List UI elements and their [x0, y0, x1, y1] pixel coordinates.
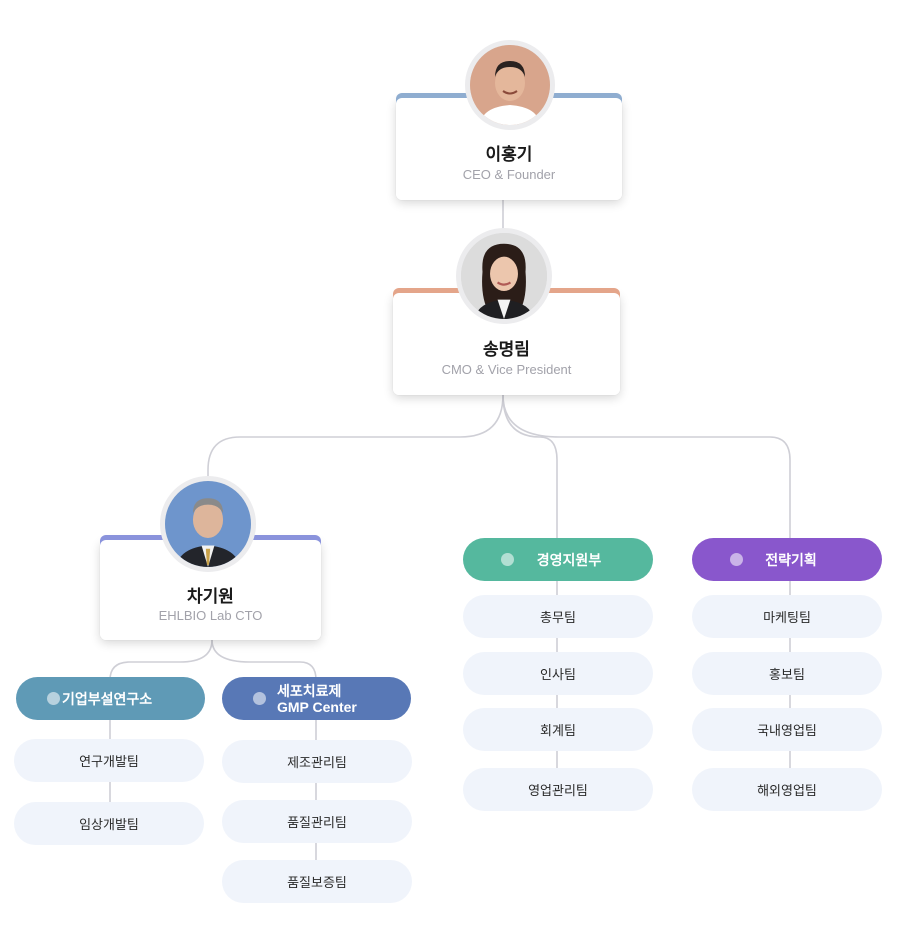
- team-gmp-1[interactable]: 제조관리팀: [222, 740, 412, 783]
- team-label: 인사팀: [540, 667, 576, 682]
- team-mgmt-3[interactable]: 회계팀: [463, 708, 653, 751]
- team-label: 제조관리팀: [287, 755, 347, 770]
- connector-cto-gmp: [211, 639, 317, 681]
- dept-rnd-dot-icon: [47, 692, 60, 705]
- dept-strategy-dot-icon: [730, 553, 743, 566]
- team-mgmt-1[interactable]: 총무팀: [463, 595, 653, 638]
- team-label: 품질보증팀: [287, 875, 347, 890]
- cto-name: 차기원: [187, 587, 234, 606]
- dept-strategy-header[interactable]: 전략기획: [692, 538, 882, 581]
- dept-gmp-header[interactable]: 세포치료제 GMP Center: [222, 677, 411, 720]
- cmo-role: CMO & Vice President: [441, 362, 572, 377]
- team-label: 국내영업팀: [757, 723, 817, 738]
- connector-cto-lab: [109, 639, 213, 681]
- team-label: 해외영업팀: [757, 783, 817, 798]
- team-label: 마케팅팀: [763, 610, 811, 625]
- team-label: 회계팀: [540, 723, 576, 738]
- dept-gmp-label-line2: GMP Center: [277, 698, 357, 715]
- team-gmp-3[interactable]: 품질보증팀: [222, 860, 412, 903]
- dept-mgmt-label: 경영지원부: [536, 551, 602, 568]
- ceo-avatar: [465, 40, 555, 130]
- team-label: 총무팀: [540, 610, 576, 625]
- ceo-role: CEO & Founder: [462, 167, 556, 182]
- team-strategy-2[interactable]: 홍보팀: [692, 652, 882, 695]
- dept-mgmt-header[interactable]: 경영지원부: [463, 538, 653, 581]
- team-label: 홍보팀: [769, 667, 805, 682]
- connector-cmo-strategy: [502, 394, 791, 540]
- cto-role: EHLBIO Lab CTO: [158, 608, 263, 623]
- ceo-name: 이홍기: [485, 145, 533, 164]
- dept-rnd-label: 기업부설연구소: [62, 690, 153, 707]
- team-label: 연구개발팀: [79, 754, 139, 769]
- ceo-photo-icon: [470, 45, 550, 125]
- team-label: 품질관리팀: [287, 815, 347, 830]
- cto-avatar: [160, 476, 256, 572]
- team-strategy-1[interactable]: 마케팅팀: [692, 595, 882, 638]
- cmo-card: 송명림 CMO & Vice President: [393, 288, 620, 395]
- team-rnd-2[interactable]: 임상개발팀: [14, 802, 204, 845]
- dept-gmp-dot-icon: [253, 692, 266, 705]
- team-mgmt-2[interactable]: 인사팀: [463, 652, 653, 695]
- cmo-name: 송명림: [483, 340, 530, 359]
- team-gmp-2[interactable]: 품질관리팀: [222, 800, 412, 843]
- cmo-photo-icon: [461, 233, 547, 319]
- cto-photo-icon: [165, 481, 251, 567]
- team-strategy-3[interactable]: 국내영업팀: [692, 708, 882, 751]
- connector-cmo-mgmt: [502, 394, 558, 540]
- team-strategy-4[interactable]: 해외영업팀: [692, 768, 882, 811]
- dept-strategy-label: 전략기획: [765, 551, 817, 568]
- dept-gmp-label-line1: 세포치료제: [277, 682, 342, 699]
- team-mgmt-4[interactable]: 영업관리팀: [463, 768, 653, 811]
- team-label: 영업관리팀: [528, 783, 588, 798]
- connector-cmo-cto: [207, 394, 504, 480]
- dept-rnd-header[interactable]: 기업부설연구소: [16, 677, 205, 720]
- team-label: 임상개발팀: [79, 817, 139, 832]
- cmo-avatar: [456, 228, 552, 324]
- team-rnd-1[interactable]: 연구개발팀: [14, 739, 204, 782]
- dept-mgmt-dot-icon: [501, 553, 514, 566]
